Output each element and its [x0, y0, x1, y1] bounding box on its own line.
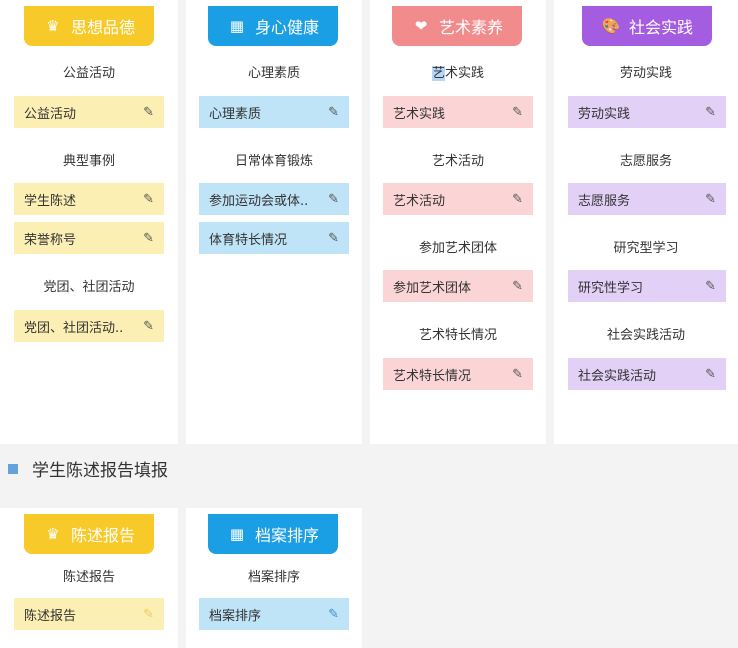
list-item[interactable]: 艺术特长情况 ✎ [383, 358, 533, 390]
list-item[interactable]: 志愿服务 ✎ [568, 183, 726, 215]
group-label: 党团、社团活动 [43, 280, 135, 295]
group-label: 公益活动 [62, 66, 115, 81]
list-item[interactable]: 社会实践活动 ✎ [568, 358, 726, 390]
list-item[interactable]: 参加运动会或体.. ✎ [199, 183, 349, 215]
group-label: 艺术实践 [370, 62, 546, 81]
banner-title: 档案排序 [254, 526, 319, 545]
card-shenxin-jiankang: ▦ 身心健康 心理素质 心理素质 ✎ 日常体育锻炼 参加运动会或体.. ✎ 体育… [186, 0, 362, 444]
edit-icon[interactable]: ✎ [328, 606, 339, 622]
group-label: 志愿服务 [619, 154, 672, 169]
group-label-rest: 术实践 [445, 66, 485, 81]
edit-icon[interactable]: ✎ [512, 278, 523, 294]
banner-yishu-suyang[interactable]: ❤ 艺术素养 [384, 6, 530, 46]
card-sixiang-pinde: ♛ 思想品德 公益活动 公益活动 ✎ 典型事例 学生陈述 ✎ 荣誉称号 ✎ 党团… [0, 0, 178, 444]
edit-icon[interactable]: ✎ [705, 104, 716, 120]
list-item[interactable]: 荣誉称号 ✎ [14, 222, 164, 254]
item-label: 参加艺术团体 [393, 280, 472, 296]
item-label: 党团、社团活动.. [24, 320, 124, 336]
edit-icon[interactable]: ✎ [705, 278, 716, 294]
group-label: 日常体育锻炼 [234, 154, 313, 169]
item-label: 体育特长情况 [209, 232, 288, 248]
list-item[interactable]: 党团、社团活动.. ✎ [14, 310, 164, 342]
list-item[interactable]: 心理素质 ✎ [199, 96, 349, 128]
group-label: 劳动实践 [619, 66, 672, 81]
item-label: 参加运动会或体.. [209, 193, 309, 209]
group-label: 档案排序 [247, 570, 300, 585]
group-label: 艺术特长情况 [418, 328, 497, 343]
list-item[interactable]: 公益活动 ✎ [14, 96, 164, 128]
item-label: 志愿服务 [578, 193, 631, 209]
banner-title: 身心健康 [254, 18, 319, 37]
edit-icon[interactable]: ✎ [328, 191, 339, 207]
item-label: 艺术活动 [393, 193, 446, 209]
card-chenshu-baogao: ♛ 陈述报告 陈述报告 陈述报告 ✎ [0, 508, 178, 648]
item-label: 陈述报告 [24, 608, 77, 624]
banner-title: 思想品德 [70, 18, 135, 37]
group-label: 艺术活动 [431, 154, 484, 169]
list-item[interactable]: 艺术实践 ✎ [383, 96, 533, 128]
list-item[interactable]: 研究性学习 ✎ [568, 270, 726, 302]
edit-icon[interactable]: ✎ [705, 191, 716, 207]
list-item[interactable]: 体育特长情况 ✎ [199, 222, 349, 254]
edit-icon[interactable]: ✎ [143, 230, 154, 246]
group-label: 典型事例 [62, 154, 115, 169]
section-marker-icon [8, 463, 18, 474]
crown-icon: ♛ [46, 17, 60, 35]
edit-icon[interactable]: ✎ [143, 606, 154, 622]
edit-icon[interactable]: ✎ [512, 104, 523, 120]
heart-icon: ❤ [414, 17, 428, 35]
list-icon: ▦ [229, 17, 245, 35]
banner-title: 社会实践 [628, 18, 693, 37]
edit-icon[interactable]: ✎ [328, 230, 339, 246]
item-label: 艺术实践 [393, 106, 446, 122]
group-label: 陈述报告 [62, 570, 115, 585]
palette-icon: 🎨 [601, 17, 621, 35]
banner-title: 陈述报告 [70, 526, 135, 545]
item-label: 社会实践活动 [578, 368, 657, 384]
banner-shehui-shijian[interactable]: 🎨 社会实践 [574, 6, 720, 46]
banner-sixiang-pinde[interactable]: ♛ 思想品德 [16, 6, 162, 46]
group-label: 社会实践活动 [606, 328, 685, 343]
edit-icon[interactable]: ✎ [512, 366, 523, 382]
list-item[interactable]: 学生陈述 ✎ [14, 183, 164, 215]
edit-icon[interactable]: ✎ [143, 191, 154, 207]
item-label: 荣誉称号 [24, 232, 77, 248]
list-item[interactable]: 陈述报告 ✎ [14, 598, 164, 630]
banner-dangan-paixu[interactable]: ▦ 档案排序 [200, 514, 346, 554]
edit-icon[interactable]: ✎ [143, 318, 154, 334]
edit-icon[interactable]: ✎ [705, 366, 716, 382]
list-item[interactable]: 艺术活动 ✎ [383, 183, 533, 215]
section-title-text: 学生陈述报告填报 [32, 461, 168, 481]
banner-title: 艺术素养 [438, 18, 503, 37]
card-yishu-suyang: ❤ 艺术素养 艺术实践 艺术实践 ✎ 艺术活动 艺术活动 ✎ 参加艺术团体 参加… [370, 0, 546, 444]
banner-shenxin-jiankang[interactable]: ▦ 身心健康 [200, 6, 346, 46]
banner-chenshu-baogao[interactable]: ♛ 陈述报告 [16, 514, 162, 554]
edit-icon[interactable]: ✎ [143, 104, 154, 120]
item-label: 学生陈述 [24, 193, 77, 209]
card-shehui-shijian: 🎨 社会实践 劳动实践 劳动实践 ✎ 志愿服务 志愿服务 ✎ 研究型学习 研究性… [554, 0, 738, 444]
group-label: 研究型学习 [613, 241, 679, 256]
item-label: 劳动实践 [578, 106, 631, 122]
list-item[interactable]: 参加艺术团体 ✎ [383, 270, 533, 302]
edit-icon[interactable]: ✎ [512, 191, 523, 207]
item-label: 心理素质 [209, 106, 262, 122]
item-label: 艺术特长情况 [393, 368, 472, 384]
list-item[interactable]: 档案排序 ✎ [199, 598, 349, 630]
card-dangan-paixu: ▦ 档案排序 档案排序 档案排序 ✎ [186, 508, 362, 648]
list-icon: ▦ [229, 525, 245, 543]
list-item[interactable]: 劳动实践 ✎ [568, 96, 726, 128]
group-label: 参加艺术团体 [418, 241, 497, 256]
selected-text: 艺 [431, 66, 445, 81]
edit-icon[interactable]: ✎ [328, 104, 339, 120]
section-title: 学生陈述报告填报 [8, 456, 168, 481]
item-label: 研究性学习 [578, 280, 644, 296]
group-label: 心理素质 [247, 66, 300, 81]
item-label: 档案排序 [209, 608, 262, 624]
item-label: 公益活动 [24, 106, 77, 122]
crown-icon: ♛ [46, 525, 60, 543]
